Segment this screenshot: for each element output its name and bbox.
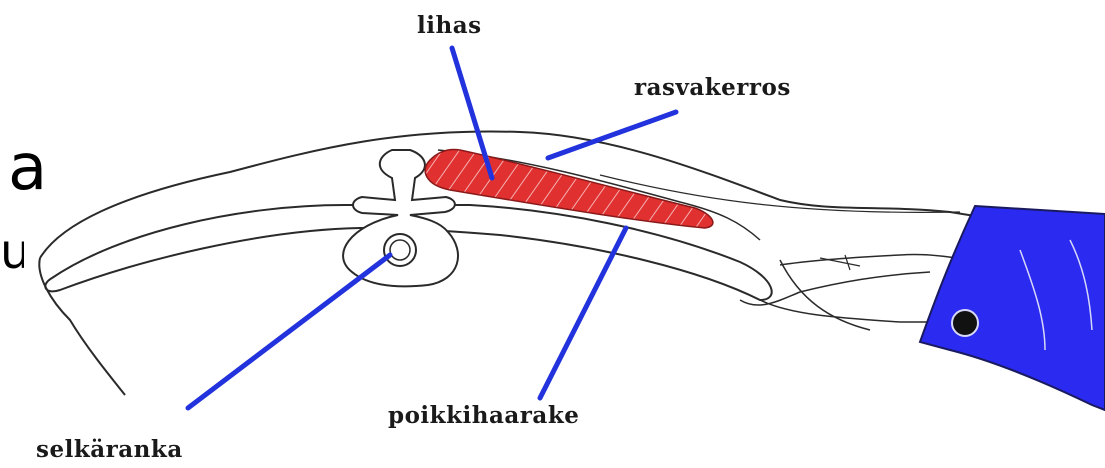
background-text-fragment: a: [8, 136, 47, 200]
background-text-fragment: u: [0, 228, 24, 276]
label-spine: selkäranka: [36, 436, 183, 463]
label-transverse-process: poikkihaarake: [388, 402, 579, 429]
pointer-rasvakerros: [548, 112, 676, 158]
hand: [600, 175, 975, 322]
sleeve: [920, 206, 1105, 410]
sleeve-button: [952, 310, 978, 336]
label-muscle: lihas: [417, 12, 482, 39]
label-fat-layer: rasvakerros: [634, 74, 791, 101]
pointer-selkaranka: [188, 255, 390, 408]
pointer-poikkihaarake: [540, 228, 626, 398]
